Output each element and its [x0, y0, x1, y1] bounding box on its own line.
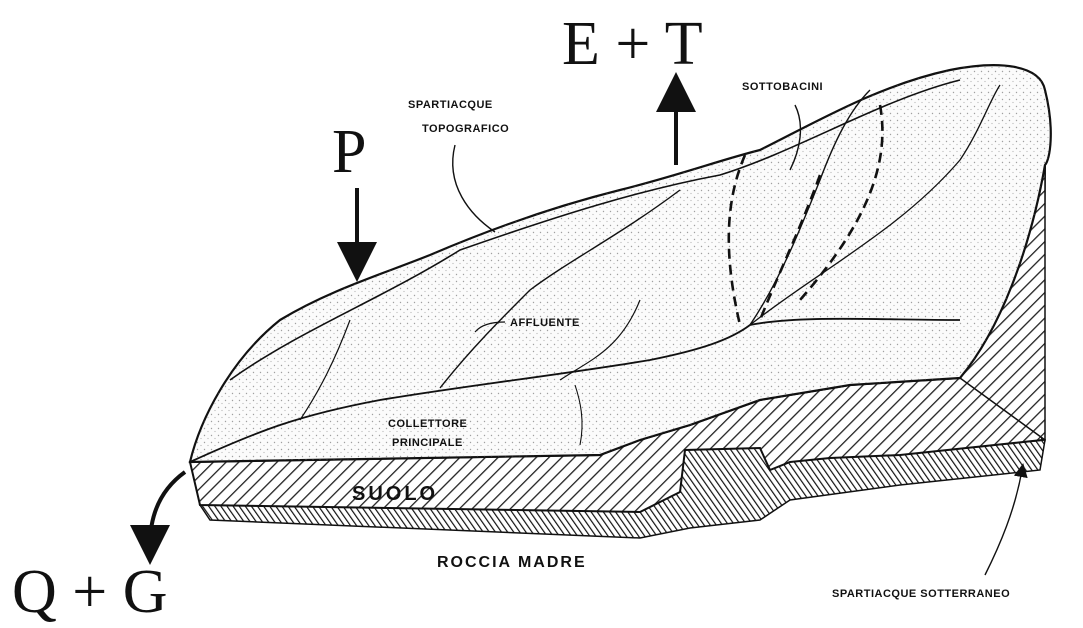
leader-line: [985, 470, 1022, 575]
leader-line: [453, 145, 495, 232]
main-collector-label: COLLETTORE: [388, 418, 467, 430]
outflow-arrow: [150, 472, 185, 545]
main-collector-label: PRINCIPALE: [392, 437, 463, 449]
bedrock-label: ROCCIA MADRE: [437, 554, 587, 571]
topographic-divide-label: TOPOGRAFICO: [422, 123, 509, 135]
underground-divide-label: SPARTIACQUE SOTTERRANEO: [832, 588, 1010, 600]
topographic-divide-label: SPARTIACQUE: [408, 99, 493, 111]
tributary-label: AFFLUENTE: [510, 317, 580, 329]
outflow-label: Q + G: [12, 558, 168, 626]
evapotranspiration-label: E + T: [562, 10, 703, 78]
soil-label: SUOLO: [352, 483, 438, 505]
precipitation-label: P: [332, 118, 366, 186]
sub-basins-label: SOTTOBACINI: [742, 81, 823, 93]
